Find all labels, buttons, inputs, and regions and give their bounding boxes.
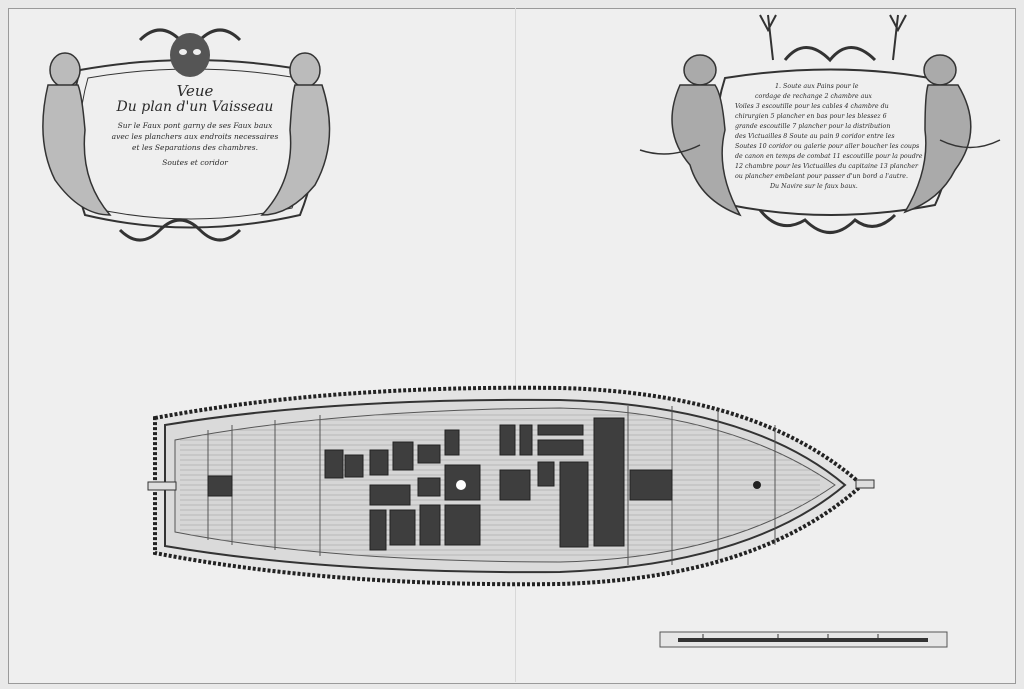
scale-bar xyxy=(659,631,948,648)
legend-line: chirurgien 5 plancher en bas pour les bl… xyxy=(735,113,887,120)
legend-line: Voiles 3 escoutille pour les cables 4 ch… xyxy=(735,103,889,110)
legend-line: Soutes 10 coridor ou galerie pour aller … xyxy=(735,143,920,150)
title-cartouche-text: Veue Du plan d'un Vaisseau Sur le Faux p… xyxy=(95,83,295,168)
legend-line: grande escoutille 7 plancher pour la dis… xyxy=(735,123,891,130)
legend-line: 12 chambre pour les Victuailles du capit… xyxy=(735,163,918,170)
legend-line: des Victuailles 8 Soute au pain 9 corido… xyxy=(735,133,895,140)
legend-cartouche-text: 1. Soute aux Pains pour le cordage de re… xyxy=(735,82,935,192)
triton-figures xyxy=(639,54,1001,217)
cartouche-line: Sur le Faux pont garny de ses Faux baux xyxy=(117,121,273,130)
mask-ornament xyxy=(170,33,210,77)
ship-deck-plan xyxy=(147,385,875,587)
cartouche-subtitle: Du plan d'un Vaisseau xyxy=(116,99,274,115)
legend-line: cordage de rechange 2 chambre aux xyxy=(755,93,872,100)
caryatid-figures-left xyxy=(42,52,331,216)
legend-line: de canon en temps de combat 11 escoutill… xyxy=(735,153,923,160)
hold-compartments xyxy=(207,417,673,551)
legend-line: Du Navire sur le faux baux. xyxy=(770,183,858,190)
legend-line: ou plancher embelant pour passer d'un bo… xyxy=(735,173,909,180)
legend-line: 1. Soute aux Pains pour le xyxy=(775,83,859,90)
cartouche-line: avec les planchers aux endroits necessai… xyxy=(111,132,279,141)
center-fold xyxy=(515,8,516,682)
cartouche-title: Veue xyxy=(176,82,214,100)
cartouche-line: et les Separations des chambres. xyxy=(132,143,258,152)
cartouche-line: Soutes et coridor xyxy=(162,158,228,167)
